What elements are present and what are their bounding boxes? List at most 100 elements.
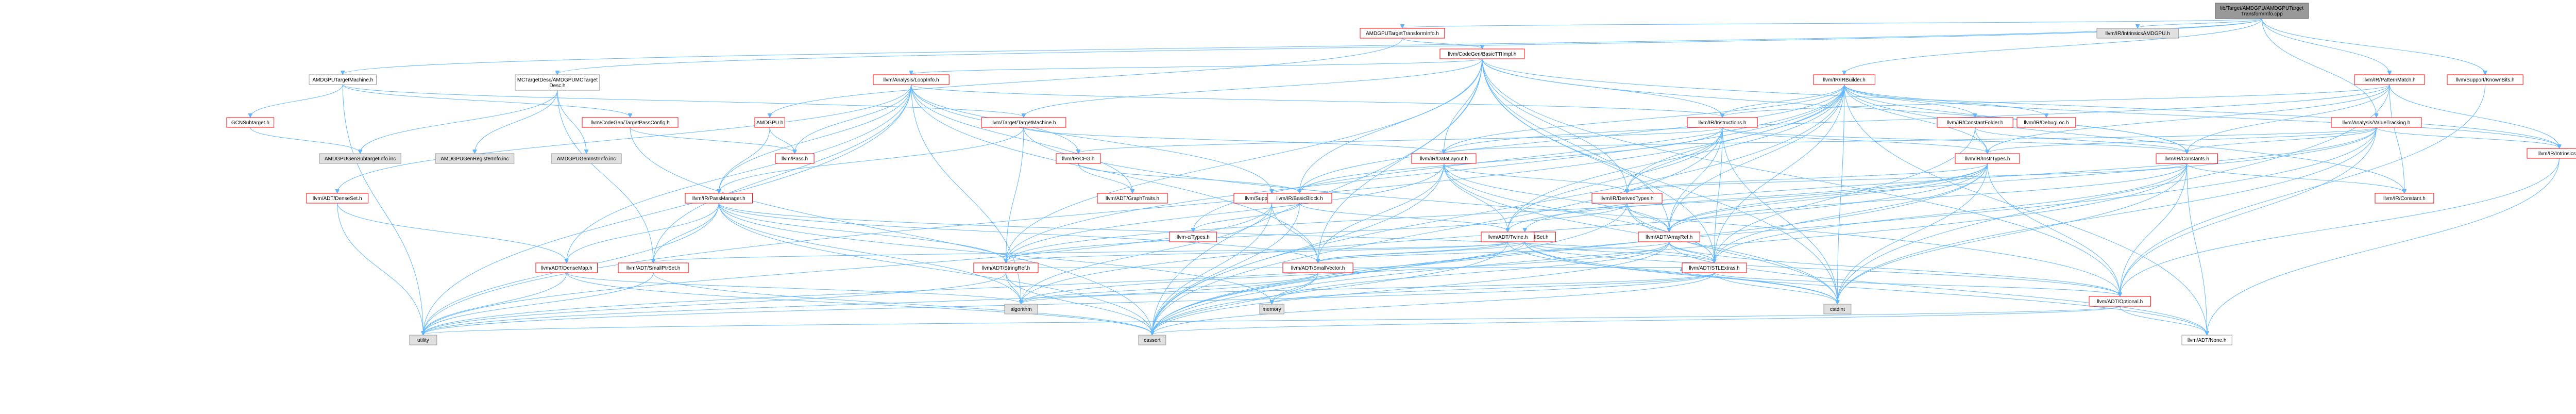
node-known-bits[interactable]: llvm/Support/KnownBits.h — [2447, 74, 2523, 85]
node-stl-extras[interactable]: llvm/ADT/STLExtras.h — [1682, 262, 1747, 273]
edge-irbuilder-to-string-ref — [1006, 84, 1845, 262]
edge-irbuilder-to-constants — [1844, 84, 2187, 153]
node-box — [535, 262, 598, 273]
node-array-ref[interactable]: llvm/ADT/ArrayRef.h — [1638, 231, 1700, 242]
node-densemap-set[interactable]: llvm/ADT/DenseSet.h — [306, 193, 368, 204]
edge-allocator-to-utility — [423, 203, 1273, 335]
edge-irbuilder-to-intrinsics — [1844, 84, 2560, 148]
node-label: Desc.h — [549, 83, 565, 89]
node-basic-block[interactable]: llvm/IR/BasicBlock.h — [1267, 193, 1332, 204]
node-datalayout[interactable]: llvm/IR/DataLayout.h — [1411, 153, 1477, 164]
edge-codegen-tti-to-string-ref — [1006, 58, 1483, 262]
edge-codegen-tti-to-optional — [1482, 58, 2120, 296]
node-label: llvm/IR/Constants.h — [2164, 156, 2209, 162]
node-instructions[interactable]: llvm/IR/Instructions.h — [1687, 117, 1758, 128]
node-box — [1138, 335, 1166, 345]
edge-constants-to-derived-types — [1627, 163, 2188, 193]
node-label: llvm/IR/Intrinsics.h — [2538, 151, 2576, 157]
edge-amdgpu-h-to-pass-manager — [719, 127, 770, 193]
node-gen-instr: AMDGPUGenInstrInfo.inc — [551, 153, 622, 164]
edge-codegen-tti-to-basic-block — [1300, 58, 1483, 193]
edge-root-to-intrinsics-amdgpu — [2138, 18, 2262, 28]
edge-intrinsics-to-none — [2207, 158, 2560, 335]
node-inst-types[interactable]: llvm/IR/InstrTypes.h — [1955, 153, 2020, 164]
edge-array-ref-to-small-vector — [1318, 241, 1670, 262]
edge-small-set-to-small-ptr-set — [653, 241, 1526, 262]
node-small-vector[interactable]: llvm/ADT/SmallVector.h — [1282, 262, 1353, 273]
node-label: AMDGPUGenRegisterInfo.inc — [440, 156, 509, 162]
node-intrinsics[interactable]: llvm/IR/Intrinsics.h — [2527, 148, 2576, 159]
edge-instructions-to-cfg — [1078, 127, 1723, 153]
edge-codegen-tti-to-derived-types — [1482, 58, 1627, 193]
node-algorithm: algorithm — [1004, 304, 1038, 314]
node-label: llvm/IR/InstrTypes.h — [1965, 156, 2010, 162]
edge-optional-to-none — [2120, 306, 2207, 335]
edge-tm-h-to-target-machine — [342, 84, 1024, 117]
edge-cfg-to-basic-block — [1078, 163, 1299, 193]
node-label: llvm/IR/CFG.h — [1062, 156, 1095, 162]
node-debugloc[interactable]: llvm/IR/DebugLoc.h — [2016, 117, 2076, 128]
edge-derived-types-to-array-ref — [1626, 203, 1669, 231]
node-c-types[interactable]: llvm-c/Types.h — [1169, 231, 1217, 242]
edge-small-set-to-cstdint — [1524, 241, 1838, 304]
node-pass-manager[interactable]: llvm/IR/PassManager.h — [685, 193, 753, 204]
node-label: llvm/ADT/None.h — [2188, 338, 2227, 343]
node-box — [319, 153, 401, 164]
node-tti-h[interactable]: AMDGPUTargetTransformInfo.h — [1360, 28, 1445, 39]
node-box — [515, 74, 600, 91]
node-root: lib/Target/AMDGPU/AMDGPUTargetTransformI… — [2215, 3, 2309, 19]
node-target-machine[interactable]: llvm/Target/TargetMachine.h — [981, 117, 1066, 128]
node-box — [435, 153, 515, 164]
node-twine[interactable]: llvm/ADT/Twine.h — [1481, 231, 1535, 242]
node-constant-h[interactable]: llvm/IR/Constant.h — [2375, 193, 2434, 204]
edge-constants-to-constant-h — [2187, 163, 2404, 193]
edge-constants-to-cassert — [1152, 163, 2188, 335]
node-box — [1411, 153, 1477, 164]
node-box — [226, 117, 275, 128]
node-label: AMDGPU.h — [756, 120, 783, 126]
node-constants[interactable]: llvm/IR/Constants.h — [2156, 153, 2218, 164]
node-pass-h[interactable]: llvm/Pass.h — [775, 153, 815, 164]
node-tm-h: AMDGPUTargetMachine.h — [309, 74, 377, 85]
edge-allocator-to-small-vector — [1272, 203, 1318, 262]
node-derived-types[interactable]: llvm/IR/DerivedTypes.h — [1591, 193, 1663, 204]
edge-target-machine-to-pass-manager — [719, 127, 1024, 193]
node-small-ptr-set[interactable]: llvm/ADT/SmallPtrSet.h — [618, 262, 689, 273]
node-string-ref[interactable]: llvm/ADT/StringRef.h — [973, 262, 1039, 273]
node-box — [582, 117, 679, 128]
edge-constantfolder-to-constants — [1975, 127, 2187, 153]
node-box — [1955, 153, 2020, 164]
edge-basic-block-to-c-types — [1193, 203, 1300, 231]
node-gcn-subtarget[interactable]: GCNSubtarget.h — [226, 117, 275, 128]
node-constantfolder[interactable]: llvm/IR/ConstantFolder.h — [1937, 117, 2013, 128]
node-passconfig[interactable]: llvm/CodeGen/TargetPassConfig.h — [582, 117, 679, 128]
edge-irbuilder-to-basic-block — [1300, 84, 1845, 193]
edge-loopinfo-to-instructions — [911, 84, 1722, 117]
node-cstdint: cstdint — [1823, 304, 1852, 314]
node-box — [775, 153, 815, 164]
edge-root-to-valuetracking — [2261, 18, 2376, 117]
node-cfg[interactable]: llvm/IR/CFG.h — [1056, 153, 1101, 164]
edge-string-ref-to-utility — [423, 272, 1006, 335]
edge-array-ref-to-memory — [1272, 241, 1670, 304]
node-amdgpu-h[interactable]: AMDGPU.h — [754, 117, 785, 128]
node-optional[interactable]: llvm/ADT/Optional.h — [2089, 296, 2151, 307]
edge-patternmatch-to-datalayout — [1444, 84, 2390, 153]
node-box — [685, 193, 753, 204]
edge-root-to-tm-h — [343, 18, 2262, 74]
node-loopinfo[interactable]: llvm/Analysis/LoopInfo.h — [873, 74, 950, 85]
node-codegen-tti[interactable]: llvm/CodeGen/BasicTTIImpl.h — [1439, 48, 1525, 59]
node-label: llvm/IR/ConstantFolder.h — [1947, 120, 2004, 126]
node-irbuilder[interactable]: llvm/IR/IRBuilder.h — [1813, 74, 1875, 85]
edge-irbuilder-to-stl-extras — [1715, 84, 1845, 262]
node-graph-traits[interactable]: llvm/ADT/GraphTraits.h — [1097, 193, 1168, 204]
node-gen-subtarget: AMDGPUGenSubtargetInfo.inc — [319, 153, 401, 164]
edge-patternmatch-to-constants — [2187, 84, 2390, 153]
edge-twine-to-string-ref — [1006, 241, 1508, 262]
node-valuetracking[interactable]: llvm/Analysis/ValueTracking.h — [2331, 117, 2422, 128]
edge-loopinfo-to-small-vector — [911, 84, 1318, 262]
edge-cfg-to-graph-traits — [1078, 163, 1132, 193]
node-patternmatch[interactable]: llvm/IR/PatternMatch.h — [2354, 74, 2425, 85]
node-densemap[interactable]: llvm/ADT/DenseMap.h — [535, 262, 598, 273]
